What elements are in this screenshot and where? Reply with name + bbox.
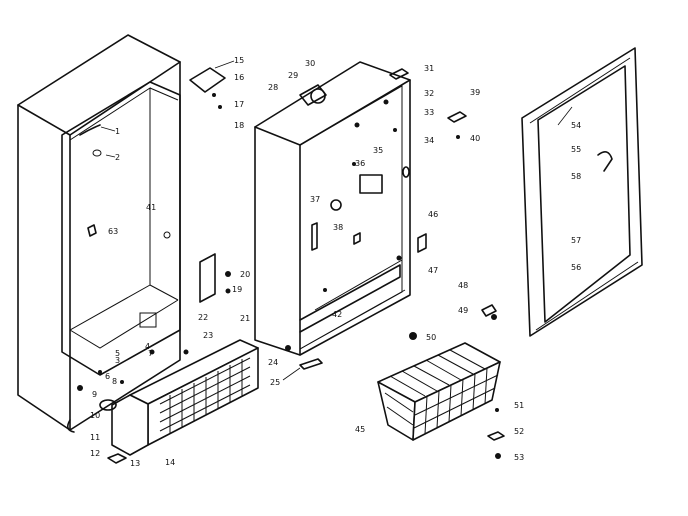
callout-54: 54	[571, 121, 581, 130]
callout-33: 33	[424, 108, 434, 117]
callout-8: 8	[112, 377, 117, 386]
door-gasket	[521, 47, 643, 337]
callout-55: 55	[571, 145, 581, 154]
callout-53: 53	[514, 453, 524, 462]
wire-basket	[377, 342, 505, 459]
callout-46: 46	[428, 210, 438, 219]
callout-45: 45	[355, 425, 365, 434]
callout-14: 14	[165, 458, 175, 467]
callout-23: 23	[203, 331, 213, 340]
callout-39: 39	[470, 88, 480, 97]
callout-30: 30	[305, 59, 315, 68]
callout-40: 40	[470, 134, 480, 143]
callout-24: 24	[268, 358, 278, 367]
callout-labels: 1 2 3 4 5 6 7 8 9 10 11 12 13 14 15 16 1…	[90, 56, 581, 468]
callout-1: 1	[115, 127, 120, 136]
callout-21: 21	[240, 314, 250, 323]
callout-7: 7	[148, 349, 153, 358]
callout-38: 38	[333, 223, 343, 232]
callout-11: 11	[90, 433, 100, 442]
callout-18: 18	[234, 121, 244, 130]
callout-16: 16	[234, 73, 244, 82]
callout-37: 37	[310, 195, 320, 204]
callout-3: 3	[115, 356, 120, 365]
callout-20: 20	[240, 270, 250, 279]
callout-2: 2	[115, 153, 120, 162]
callout-17: 17	[234, 100, 244, 109]
callout-12: 12	[90, 449, 100, 458]
callout-9: 9	[92, 390, 97, 399]
outer-cabinet	[17, 34, 231, 431]
callout-13: 13	[130, 459, 140, 468]
callout-49: 49	[458, 306, 468, 315]
callout-41: 41	[146, 203, 156, 212]
callout-10: 10	[90, 411, 100, 420]
callout-6: 6	[105, 372, 110, 381]
callout-5: 5	[115, 349, 120, 358]
callout-51: 51	[514, 401, 524, 410]
callout-28: 28	[268, 83, 278, 92]
callout-34: 34	[424, 136, 434, 145]
callout-32: 32	[424, 89, 434, 98]
callout-42: 42	[332, 310, 342, 319]
callout-19: 19	[232, 285, 242, 294]
callout-58: 58	[571, 172, 581, 181]
callout-48: 48	[458, 281, 468, 290]
callout-22: 22	[198, 313, 208, 322]
callout-50: 50	[426, 333, 436, 342]
callout-31: 31	[424, 64, 434, 73]
callout-25: 25	[270, 378, 280, 387]
inner-liner	[254, 61, 497, 370]
callout-56: 56	[571, 263, 581, 272]
callout-47: 47	[428, 266, 438, 275]
kickplate-grille	[66, 339, 259, 464]
callout-57: 57	[571, 236, 581, 245]
callout-4: 4	[145, 342, 150, 351]
callout-29: 29	[288, 71, 298, 80]
callout-52: 52	[514, 427, 524, 436]
callout-35: 35	[373, 146, 383, 155]
callout-15: 15	[234, 56, 244, 65]
callout-63: 63	[108, 227, 118, 236]
callout-36: 36	[355, 159, 365, 168]
